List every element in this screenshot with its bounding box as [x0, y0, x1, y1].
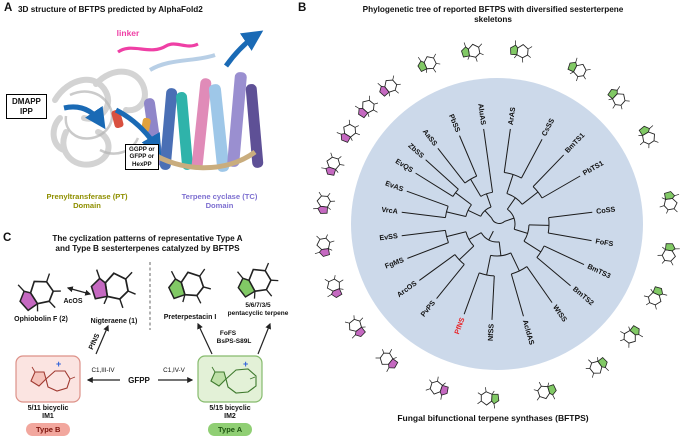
pt-domain-label: Prenyltransferase (PT) Domain — [46, 192, 128, 211]
molecule-glyph — [607, 86, 630, 110]
compound-nigteraene-label: Nigteraene (1) — [90, 318, 138, 325]
molecule-glyph — [336, 119, 361, 143]
molecule-glyph — [425, 376, 449, 400]
compound-ophiobolin-label: Ophiobolin F (2) — [14, 316, 68, 323]
reaction-arrow — [95, 324, 109, 355]
protein-structure-art — [50, 30, 264, 172]
molecule-glyph — [461, 42, 484, 62]
panel-a: A 3D structure of BFTPS predicted by Alp… — [0, 0, 295, 232]
molecule-glyph — [510, 40, 533, 63]
phylogenetic-tree: ArASCsSSBmTS1PbTS1CoSSFoFSBmTS3BmTS2WtSS… — [313, 40, 680, 409]
molecule-glyph — [354, 95, 379, 119]
tree-background-circle — [351, 78, 643, 370]
taxon-label-CoSS: CoSS — [596, 204, 616, 215]
panel-b-caption: Fungal bifunctional terpene synthases (B… — [397, 413, 589, 423]
closure-right-label: C1,IV-V — [163, 367, 185, 374]
molecule-glyph — [533, 381, 557, 401]
molecule-glyph — [638, 125, 659, 149]
molecule-glyph — [620, 325, 644, 348]
reaction-arrow — [66, 286, 92, 296]
reaction-arrow — [197, 322, 213, 355]
panel-c-title: The cyclization patterns of representati… — [52, 234, 243, 254]
molecule-glyph — [17, 273, 61, 312]
gfpp-label: GFPP — [128, 376, 150, 385]
ggpp-box: GGPP or GFPP or HexPP — [125, 144, 159, 171]
dmapp-ipp-box: DMAPP IPP — [6, 94, 47, 120]
type-a-badge: Type A — [208, 423, 253, 436]
panel-b-title: Phylogenetic tree of reported BFTPS with… — [362, 5, 624, 25]
panel-a-title: 3D structure of BFTPS predicted by Alpha… — [18, 5, 203, 14]
molecule-glyph — [237, 262, 279, 299]
molecule-glyph — [344, 315, 366, 339]
tc-domain-label: Terpene cyclase (TC) Domain — [181, 192, 258, 211]
molecule-glyph — [313, 191, 336, 214]
linker-label: linker — [116, 28, 140, 38]
molecule-glyph — [321, 152, 345, 176]
molecule-glyph — [314, 234, 335, 257]
taxon-label-FoFS: FoFS — [595, 236, 614, 248]
taxon-label-EvSS: EvSS — [379, 231, 399, 242]
molecule-glyph — [567, 57, 591, 82]
molecule-glyph — [375, 349, 399, 373]
carbocation-plus-im2: + — [243, 359, 249, 369]
panel-c: C The cyclization patterns of representa… — [0, 232, 295, 441]
taxon-label-NfSS: NfSS — [486, 323, 496, 341]
panel-b-label: B — [298, 2, 307, 14]
im2-box — [197, 355, 263, 403]
compound-pentacyclic-label: 5/6/7/3/5 pentacyclic terpene — [227, 302, 289, 317]
molecule-glyph — [167, 268, 212, 304]
enzyme-bsps-label: BsPS-S89L — [216, 338, 252, 345]
reaction-arrow — [257, 322, 272, 355]
im2-structure — [210, 366, 257, 394]
enzyme-acos-label: AcOS — [63, 298, 83, 305]
im1-label: 5/11 bicyclic IM1 — [27, 405, 69, 421]
taxon-label-AluAS: AluAS — [476, 103, 488, 126]
carbocation-plus-im1: + — [56, 359, 62, 369]
molecule-glyph — [377, 75, 401, 97]
im1-structure — [30, 366, 76, 392]
cyclization-scheme-art — [15, 262, 279, 403]
molecule-glyph — [657, 243, 680, 266]
panel-a-label: A — [4, 2, 13, 14]
molecule-glyph — [324, 275, 344, 298]
molecule-glyph — [643, 286, 668, 310]
linker-cartoon — [117, 42, 199, 54]
im2-label: 5/15 bicyclic IM2 — [209, 405, 251, 421]
enzyme-fofs-label: FoFS — [219, 330, 237, 337]
molecule-glyph — [659, 191, 680, 214]
taxon-label-VrcA: VrcA — [381, 205, 398, 216]
closure-left-label: C1,III-IV — [91, 367, 115, 374]
taxon-label-ArAS: ArAS — [506, 106, 517, 125]
pt-domain-loops — [64, 90, 140, 155]
compound-preterpestacin-label: Preterpestacin I — [163, 314, 217, 321]
molecule-glyph — [585, 356, 609, 378]
molecule-glyph — [90, 269, 136, 309]
type-b-badge: Type B — [26, 423, 71, 436]
molecule-glyph — [417, 53, 441, 73]
tc-domain-cartoon — [111, 53, 264, 172]
molecule-glyph — [477, 387, 500, 409]
panel-c-label: C — [3, 232, 12, 244]
